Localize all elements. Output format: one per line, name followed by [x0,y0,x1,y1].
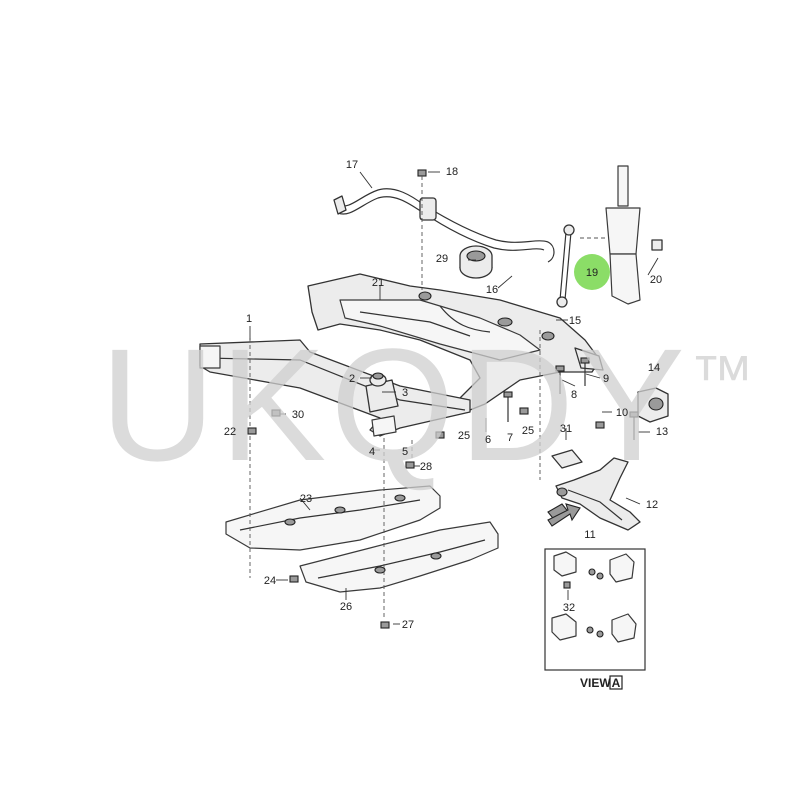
splash-shield-26 [299,521,499,593]
callout-14: 14 [648,362,660,374]
lower-control-arm [547,449,641,531]
view-a-label: VIEW A [580,675,623,690]
callout-13: 13 [656,426,668,438]
callout-31: 31 [560,423,572,435]
bushing-14 [637,387,669,423]
callout-29: 29 [436,253,448,265]
callout-30: 30 [292,409,304,421]
view-letter-box [609,675,623,690]
callout-6: 6 [485,434,491,446]
callout-26: 26 [340,601,352,613]
callout-10: 10 [616,407,628,419]
view-label-text: VIEW [580,676,611,690]
callout-11: 11 [584,529,595,541]
subframe [307,273,604,411]
callout-24: 24 [264,575,276,587]
mount-2 [369,372,387,387]
callout-9: 9 [603,373,609,385]
fasteners [247,407,529,629]
front-crossmember [199,339,471,437]
bolts [417,169,639,440]
view-a-inset [544,548,646,671]
callout-2: 2 [349,373,355,385]
splash-shield-23 [225,485,441,551]
callout-19-highlight [574,254,610,290]
callout-25-right: 25 [522,425,534,437]
watermark-trademark: ™ [690,342,754,414]
callout-25-left: 25 [458,430,470,442]
callout-20: 20 [650,274,662,286]
view-letter-text: A [612,676,621,690]
stabilizer-bar [333,188,555,263]
callout-22: 22 [224,426,236,438]
callout-19: 19 [586,267,598,279]
callout-5: 5 [402,446,408,458]
watermark: UKQDY ™ [100,315,754,494]
callout-labels: 1 2 3 4 5 6 7 8 9 10 11 12 13 14 15 16 1… [224,159,668,631]
callout-3: 3 [402,387,408,399]
callout-16: 16 [486,284,498,296]
stabilizer-link [556,224,575,308]
callout-18: 18 [446,166,458,178]
callout-8: 8 [571,389,577,401]
callout-32: 32 [563,602,575,614]
callout-28: 28 [420,461,432,473]
leader-lines [249,171,659,625]
callout-21: 21 [372,277,384,289]
strut-assembly [580,165,663,305]
alignment-lines [249,330,541,620]
watermark-text: UKQDY [100,315,689,494]
callout-7: 7 [507,432,513,444]
callout-15: 15 [569,315,581,327]
callout-27: 27 [402,619,414,631]
view-a-arrow-icon [547,503,581,527]
callout-4: 4 [369,446,375,458]
callout-23: 23 [300,493,312,505]
callout-17: 17 [346,159,358,171]
bushing-29 [459,245,493,279]
callout-12: 12 [646,499,658,511]
callout-1: 1 [246,313,252,325]
